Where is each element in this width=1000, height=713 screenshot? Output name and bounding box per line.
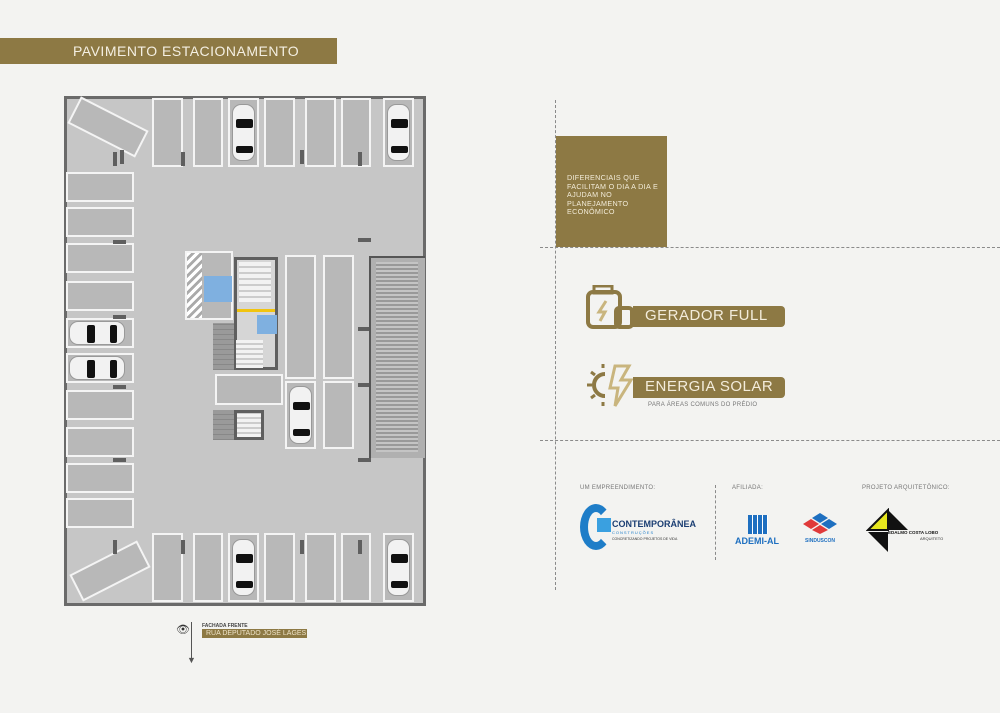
- sinduscon-logo-mark: [803, 513, 837, 534]
- logo-square: [597, 518, 611, 532]
- parking-space: [264, 533, 295, 602]
- wall: [113, 315, 126, 319]
- wall: [358, 327, 371, 331]
- car-icon: [69, 356, 125, 380]
- architect-logo-mark: [866, 508, 908, 552]
- parking-space: [67, 96, 149, 158]
- affiliate-ademi: ADEMI-AL: [735, 536, 779, 546]
- street-name: RUA DEPUTADO JOSÉ LAGES: [202, 629, 307, 638]
- affiliate-label: AFILIADA:: [732, 485, 764, 491]
- parking-space: [69, 540, 151, 602]
- divider: [555, 100, 556, 590]
- feature-solar: ENERGIA SOLAR: [633, 377, 785, 398]
- parking-space: [152, 98, 183, 167]
- generator-icon: [586, 285, 634, 329]
- grid-area: [213, 410, 234, 440]
- divider: [715, 485, 716, 560]
- hatched-area: [187, 253, 202, 318]
- car-icon: [387, 104, 410, 161]
- wall: [358, 540, 362, 554]
- parking-space: [152, 533, 183, 602]
- stairs: [236, 340, 263, 368]
- wall: [181, 540, 185, 554]
- architect-name: EDALMO COSTA LOBO: [888, 530, 939, 535]
- parking-space: [305, 98, 336, 167]
- page-title: PAVIMENTO ESTACIONAMENTO: [73, 43, 300, 59]
- wall: [120, 150, 124, 164]
- parking-space: [285, 255, 316, 379]
- parking-space: [305, 533, 336, 602]
- wall: [358, 238, 371, 242]
- parking-space: [66, 207, 134, 237]
- wall: [113, 385, 126, 389]
- parking-space: [66, 427, 134, 457]
- parking-space: [341, 533, 371, 602]
- parking-space: [66, 243, 134, 273]
- parking-space: [66, 390, 134, 420]
- parking-space: [66, 281, 134, 311]
- ramp-stripes: [376, 262, 418, 452]
- contemporanea-logo-mark: [580, 504, 612, 550]
- parking-space: [323, 255, 354, 379]
- parking-space: [193, 98, 223, 167]
- feature-solar-sub: PARA ÁREAS COMUNS DO PRÉDIO: [648, 402, 758, 408]
- highlight-box: DIFERENCIAIS QUE FACILITAM O DIA A DIA E…: [556, 136, 667, 247]
- wall: [358, 152, 362, 166]
- parking-space: [215, 374, 283, 405]
- divider: [540, 440, 1000, 441]
- divider: [540, 247, 1000, 248]
- direction-arrow: [191, 622, 192, 662]
- page-title-bar: PAVIMENTO ESTACIONAMENTO: [0, 38, 337, 64]
- affiliate-sinduscon: SINDUSCON: [805, 538, 836, 544]
- feature-generator: GERADOR FULL: [633, 306, 785, 327]
- stairs: [234, 410, 264, 440]
- parking-space: [264, 98, 295, 167]
- car-icon: [232, 104, 255, 161]
- facade-label: FACHADA FRENTE: [202, 623, 248, 629]
- parking-space: [193, 533, 223, 602]
- parking-floor-plan: [64, 96, 426, 606]
- developer-sub: CONSTRUÇÕES: [612, 530, 655, 535]
- developer-label: UM EMPREENDIMENTO:: [580, 485, 656, 491]
- wall: [113, 458, 126, 462]
- parking-space: [323, 381, 354, 449]
- wall: [181, 152, 185, 166]
- car-icon: [387, 539, 410, 596]
- parking-space: [66, 498, 134, 528]
- parking-space: [341, 98, 371, 167]
- car-icon: [289, 386, 312, 444]
- developer-name: CONTEMPORÂNEA: [612, 519, 697, 529]
- wall: [300, 540, 304, 554]
- architect-label: PROJETO ARQUITETÔNICO:: [862, 485, 950, 491]
- safety-line: [237, 309, 275, 312]
- car-icon: [232, 539, 255, 596]
- solar-energy-icon: [587, 364, 634, 407]
- developer-tagline: CONCRETIZANDO PROJETOS DE VIDA: [612, 537, 678, 541]
- parking-space: [66, 463, 134, 493]
- wall: [300, 150, 304, 164]
- highlight-text: DIFERENCIAIS QUE FACILITAM O DIA A DIA E…: [567, 173, 659, 216]
- wall: [113, 240, 126, 244]
- car-icon: [69, 321, 125, 345]
- eye-icon: 👁: [176, 624, 190, 636]
- stairs: [239, 262, 271, 302]
- accessible-icon: [257, 315, 277, 334]
- grid-area: [213, 323, 234, 370]
- architect-sub: ARQUITETO: [920, 536, 944, 541]
- parking-space: [66, 172, 134, 202]
- wall: [358, 458, 371, 462]
- accessible-icon: [204, 276, 232, 302]
- arrow-down-icon: ▼: [187, 655, 196, 665]
- ademi-logo-mark: [748, 515, 768, 534]
- wall: [113, 540, 117, 554]
- wall: [358, 383, 371, 387]
- wall: [113, 152, 117, 166]
